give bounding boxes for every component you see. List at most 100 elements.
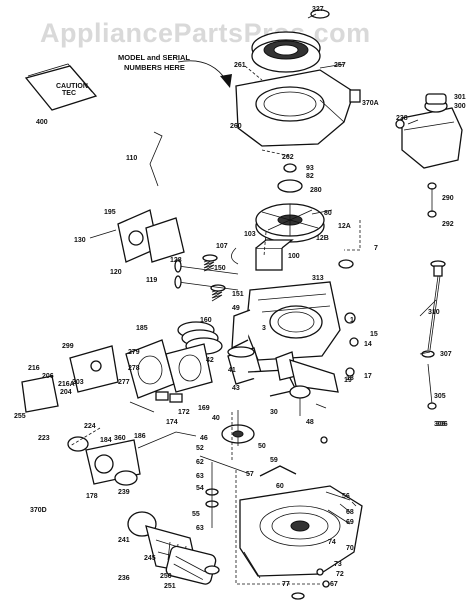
part-number: 172	[178, 409, 190, 416]
watermark: AppliancePartsPros.com	[40, 18, 371, 48]
part-number: 103	[244, 231, 256, 238]
part-number: 12B	[316, 235, 329, 242]
part-leaders	[307, 13, 437, 513]
part-number: 49	[232, 305, 240, 312]
part-number: 67	[330, 581, 338, 588]
part-number: 195	[104, 209, 116, 216]
part-number: 279	[128, 349, 140, 356]
part-number: 310	[428, 309, 440, 316]
part-number: 299	[62, 343, 74, 350]
part-number: 120	[110, 269, 122, 276]
part-number: 12A	[338, 223, 351, 230]
part-number: 186	[134, 433, 146, 440]
wire-bracket	[149, 131, 163, 187]
leader-lines	[69, 65, 361, 585]
part-number: 17	[364, 373, 372, 380]
part-number: 206	[42, 373, 54, 380]
carburetor-upper	[89, 209, 185, 263]
part-number: 70	[346, 545, 354, 552]
part-number: 55	[192, 511, 200, 518]
part-number: 184	[100, 437, 112, 444]
part-number: 62	[196, 459, 204, 466]
flywheel	[255, 163, 325, 243]
part-number: 1	[350, 317, 354, 324]
part-number: 305	[434, 393, 446, 400]
owners-manual: CAUTION TEC	[24, 63, 98, 111]
part-number: 292	[442, 221, 454, 228]
part-number: 400	[36, 119, 48, 126]
part-number: 216	[28, 365, 40, 372]
part-number: 306	[434, 421, 446, 428]
part-number: 110	[126, 155, 137, 162]
part-number: 204	[60, 389, 72, 396]
part-number: 60	[276, 483, 284, 490]
part-number: 216A	[58, 381, 75, 388]
part-number: 224	[84, 423, 96, 430]
part-number: 130	[74, 237, 86, 244]
part-number: 174	[166, 419, 178, 426]
part-number: 301	[454, 94, 466, 101]
part-number: 261	[234, 62, 246, 69]
governor-parts	[199, 455, 251, 528]
callout-arrow	[177, 60, 227, 81]
part-number: 307	[440, 351, 452, 358]
part-number: 370D	[30, 507, 47, 514]
cylinder-block	[231, 281, 341, 361]
part-number: 57	[246, 471, 254, 478]
control-bracket	[69, 345, 119, 393]
muffler	[125, 339, 213, 399]
part-number: 370A	[362, 100, 379, 107]
part-number: 68	[346, 509, 354, 516]
part-number: 50	[258, 443, 266, 450]
part-number: 151	[232, 291, 244, 298]
part-number: 257	[334, 62, 346, 69]
blower-housing	[235, 69, 355, 147]
callout-arrowhead	[220, 74, 232, 88]
valve-springs	[202, 254, 226, 302]
part-number: 128	[170, 257, 182, 264]
part-number: 178	[86, 493, 98, 500]
part-number: 43	[232, 385, 240, 392]
part-number: 18	[346, 375, 354, 382]
part-number: 280	[310, 187, 322, 194]
part-number: 203	[72, 379, 84, 386]
part-number: 185	[136, 325, 148, 332]
ignition-module	[231, 239, 294, 271]
part-number: 255	[14, 413, 26, 420]
part-number: 74	[328, 539, 336, 546]
part-number: 54	[196, 485, 204, 492]
manual-text-2: TEC	[62, 90, 76, 97]
part-number: 241	[118, 537, 130, 544]
crankshaft	[275, 351, 339, 416]
callout-line-1: MODEL and SERIAL	[118, 53, 190, 62]
shield-plate	[21, 375, 59, 413]
air-filter	[127, 511, 217, 585]
part-number: 107	[216, 243, 228, 250]
part-number: 251	[164, 583, 176, 590]
valve-lower	[177, 281, 239, 291]
part-number: 277	[118, 379, 130, 386]
part-number: 48	[306, 419, 314, 426]
part-number: 46	[200, 435, 208, 442]
part-number: 63	[196, 525, 204, 532]
part-number: 30	[270, 409, 278, 416]
part-number: 360	[114, 435, 126, 442]
part-number: 239	[118, 489, 130, 496]
part-number: 19	[344, 377, 352, 384]
part-number: 59	[270, 457, 278, 464]
part-number: 245	[144, 555, 156, 562]
part-number: 41	[228, 367, 236, 374]
part-number: 327	[312, 6, 324, 13]
part-number: 236	[118, 575, 130, 582]
part-number: 313	[312, 275, 324, 282]
part-number: 7	[374, 245, 378, 252]
valve-upper	[177, 265, 239, 275]
part-number: 52	[196, 445, 204, 452]
part-number: 3	[262, 325, 266, 332]
rewind-starter	[251, 9, 330, 73]
small-hardware	[129, 89, 437, 600]
callout-line-2: NUMBERS HERE	[124, 63, 185, 72]
part-number: 80	[324, 210, 332, 217]
